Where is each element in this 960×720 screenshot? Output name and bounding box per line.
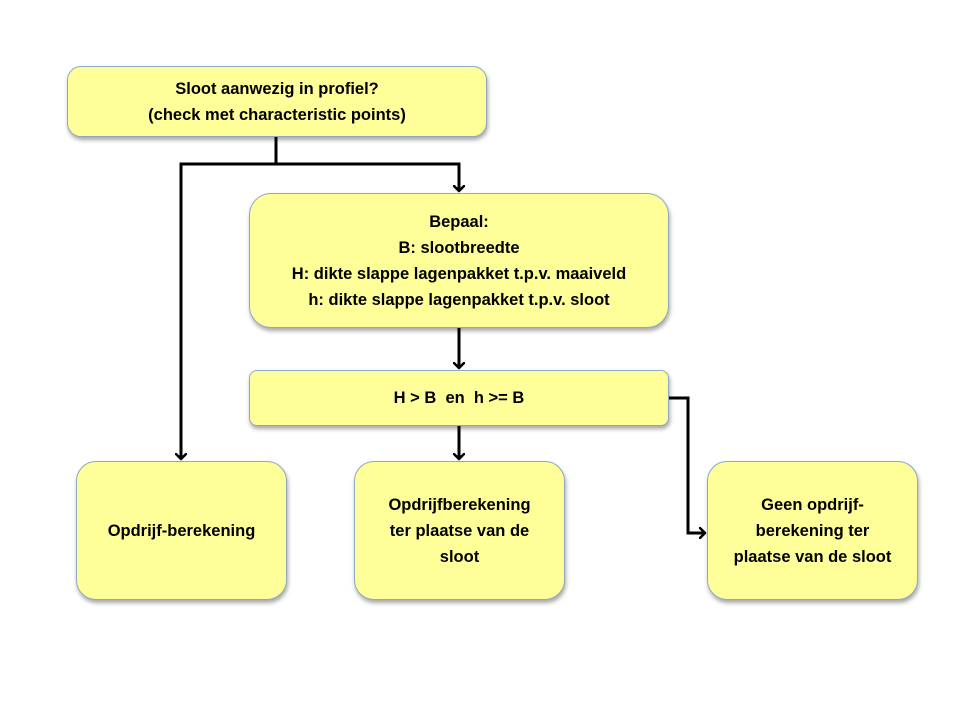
node-text-line: sloot bbox=[439, 547, 480, 566]
node-text-line: H: dikte slappe lagenpakket t.p.v. maaiv… bbox=[291, 264, 627, 283]
node-opdrijfberekening-ter-plaatse-sloot: Opdrijfberekening ter plaatse van de slo… bbox=[354, 461, 565, 600]
node-text-line: h: dikte slappe lagenpakket t.p.v. sloot bbox=[308, 290, 610, 309]
connector-condition-to-geen-opdrijfberekening bbox=[669, 396, 705, 533]
node-text-line: Opdrijf-berekening bbox=[107, 521, 256, 540]
connector-question-to-opdrijf-berekening bbox=[181, 162, 278, 459]
node-text-line: Bepaal: bbox=[429, 212, 489, 231]
node-sloot-aanwezig-question: Sloot aanwezig in profiel? (check met ch… bbox=[67, 66, 487, 137]
node-text-line: ter plaatse van de bbox=[389, 521, 530, 540]
node-text-line: plaatse van de sloot bbox=[733, 547, 892, 566]
node-text-line: B: slootbreedte bbox=[398, 238, 520, 257]
node-text-line: berekening ter bbox=[755, 521, 870, 540]
node-text-line: Sloot aanwezig in profiel? bbox=[175, 79, 379, 98]
connector-question-to-bepaal bbox=[274, 162, 459, 191]
node-opdrijf-berekening: Opdrijf-berekening bbox=[76, 461, 287, 600]
node-text-line: Opdrijfberekening bbox=[388, 495, 531, 514]
node-text-line: H > B en h >= B bbox=[393, 389, 525, 407]
node-text-line: (check met characteristic points) bbox=[148, 105, 406, 124]
node-geen-opdrijfberekening: Geen opdrijf- berekening ter plaatse van… bbox=[707, 461, 918, 600]
node-condition: H > B en h >= B bbox=[249, 370, 669, 426]
node-text-line: Geen opdrijf- bbox=[761, 495, 864, 514]
node-bepaal: Bepaal: B: slootbreedte H: dikte slappe … bbox=[249, 193, 669, 328]
